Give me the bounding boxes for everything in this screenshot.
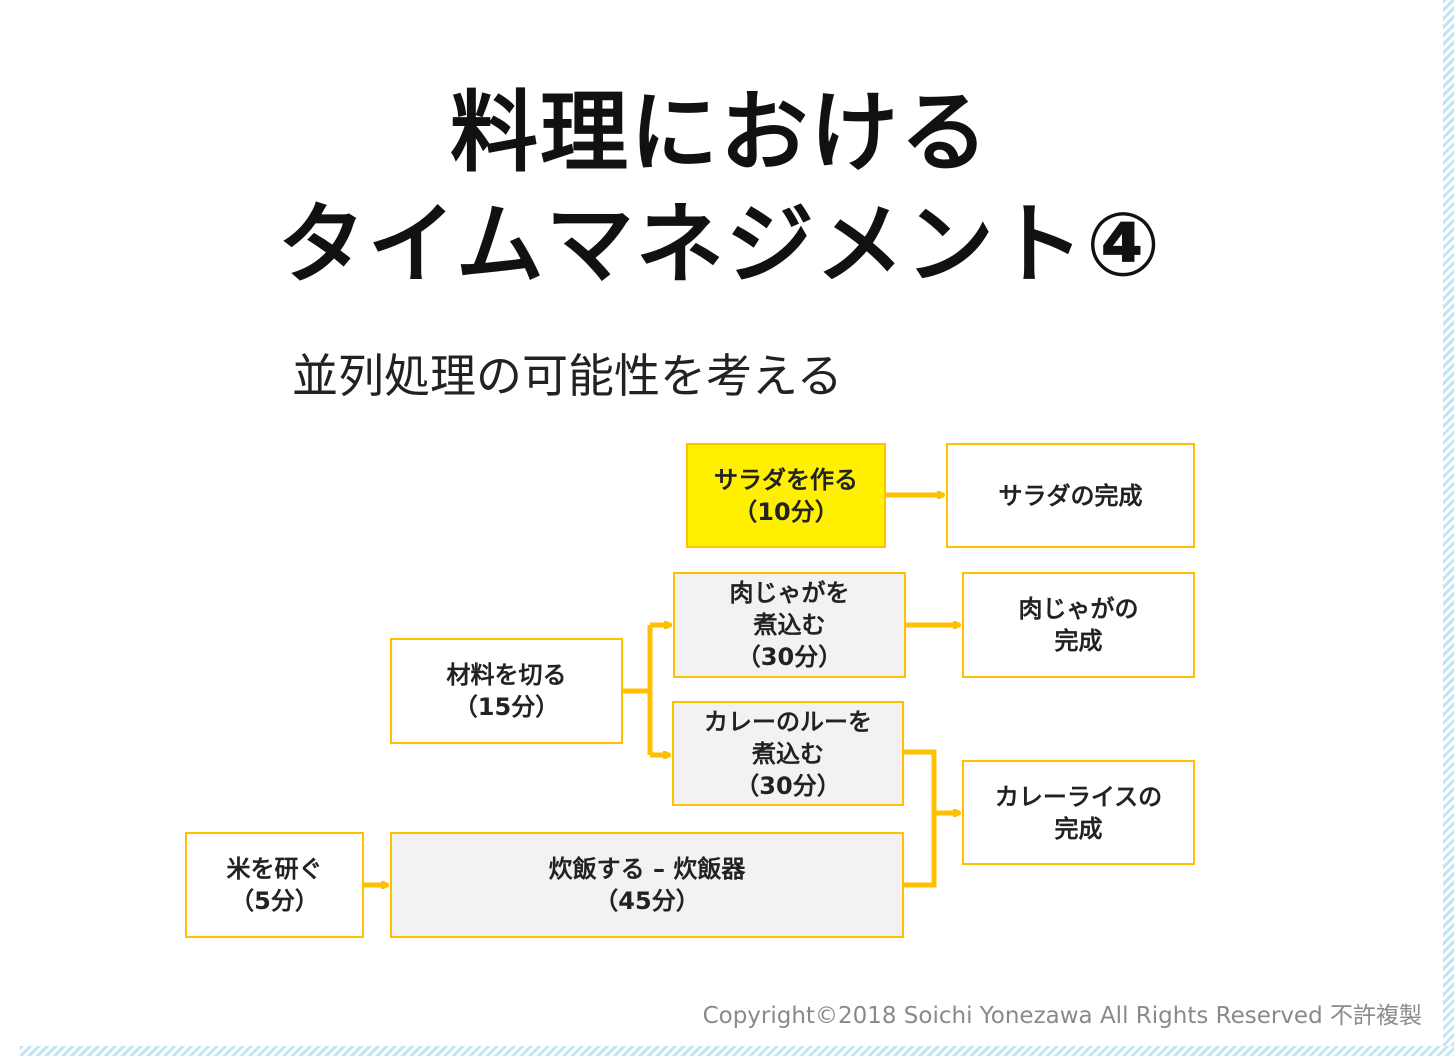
node-salad-done: サラダの完成 — [946, 443, 1195, 548]
title-line-2: タイムマネジメント④ — [277, 193, 1163, 296]
node-make-salad: サラダを作る （10分） — [686, 443, 886, 548]
node-nikujaga-done: 肉じゃがの 完成 — [962, 572, 1195, 678]
title-line-1: 料理における — [449, 81, 990, 184]
connector-merge-curry — [904, 749, 937, 888]
node-simmer-roux: カレーのルーを 煮込む （30分） — [672, 701, 904, 806]
node-curry-done: カレーライスの 完成 — [962, 760, 1195, 865]
node-simmer-nikujaga: 肉じゃがを 煮込む （30分） — [673, 572, 906, 678]
node-cook-rice: 炊飯する – 炊飯器 （45分） — [390, 832, 904, 938]
connector-cut-split — [623, 625, 653, 755]
node-wash-rice: 米を研ぐ （5分） — [185, 832, 364, 938]
decorative-border-bottom — [20, 1046, 1454, 1056]
decorative-border-right — [1443, 0, 1454, 1056]
copyright: Copyright©2018 Soichi Yonezawa All Right… — [702, 1003, 1422, 1029]
node-cut-ingredients: 材料を切る （15分） — [390, 638, 623, 744]
subtitle: 並列処理の可能性を考える — [292, 349, 843, 403]
